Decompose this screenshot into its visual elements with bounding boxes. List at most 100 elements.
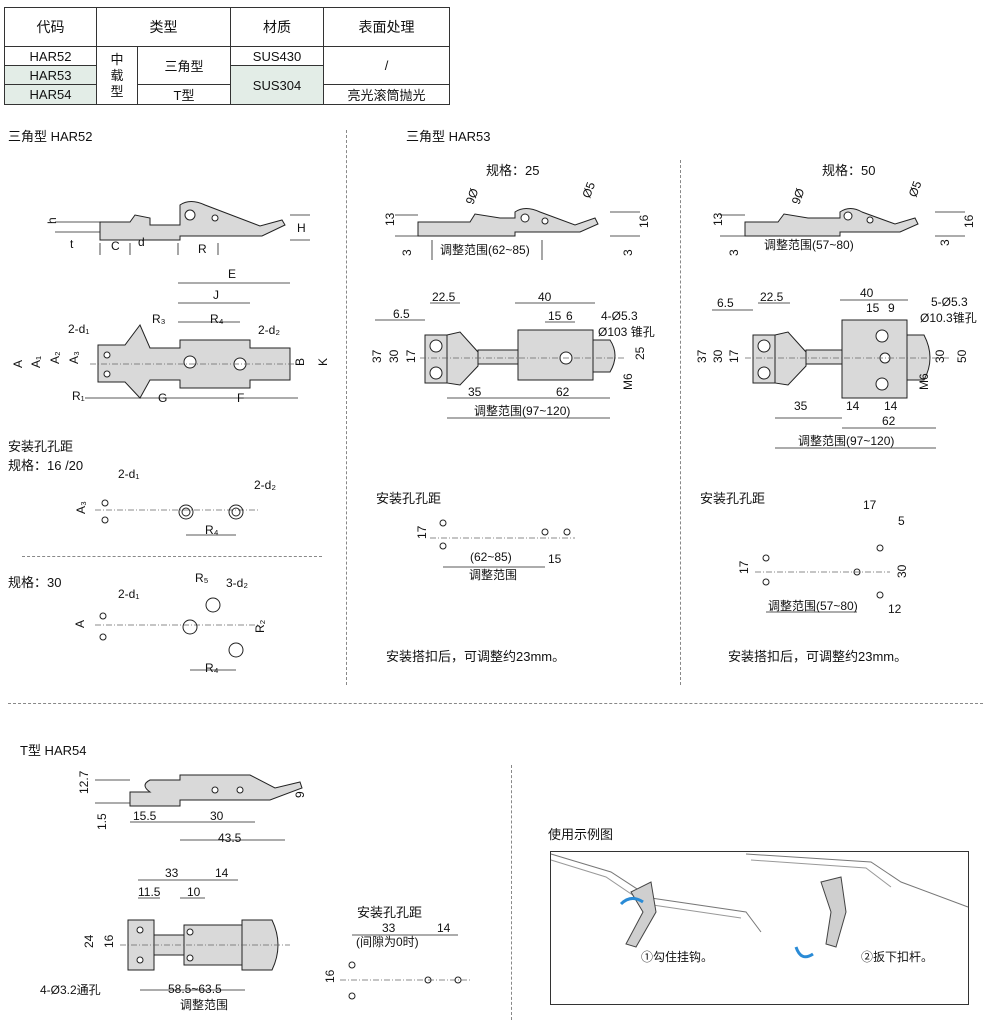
dim-range-57-80: 调整范围(57~80) [764, 237, 854, 252]
dim-A3: A₃ [67, 351, 81, 364]
dim-37: 37 [370, 349, 384, 363]
har53-25-top-view [375, 302, 625, 419]
divider [22, 556, 322, 557]
dim-R5: R₅ [195, 571, 209, 585]
dim-d1: 2-d₁ [118, 467, 139, 481]
dim-A: A [73, 620, 87, 628]
dim-J: J [213, 288, 219, 302]
dim-16: 16 [102, 934, 116, 948]
har53-25-hole-pitch [430, 519, 575, 568]
dim-12-7: 12.7 [77, 770, 91, 794]
adjust-note: 安装搭扣后，可调整约23mm。 [728, 649, 908, 664]
hole-pitch-title: 安装孔孔距 [376, 491, 442, 506]
dim-33: 33 [165, 866, 179, 880]
dim-G: G [158, 391, 167, 405]
dim-d1: 2-d₁ [68, 322, 89, 336]
dim-9: 9Ø [463, 186, 482, 206]
dim-35: 35 [468, 385, 482, 399]
dim-range-97-120: 调整范围(97~120) [474, 403, 570, 418]
hole-pitch-title: 安装孔孔距 [357, 905, 423, 920]
dim-A3: A₃ [74, 501, 88, 514]
dim-24: 24 [82, 934, 96, 948]
dim-hole4: 4-Ø5.3 [601, 309, 638, 323]
dim-16: 16 [323, 969, 337, 983]
dim-3: 3 [621, 249, 635, 256]
dim-A1: A₁ [29, 356, 43, 368]
dim-d2b: 3-d₂ [226, 576, 248, 590]
spec-30: 规格：30 [8, 575, 62, 590]
dim-3: 3 [400, 249, 414, 256]
dim-A: A [11, 360, 25, 368]
har54-hole-pitch [340, 934, 470, 1000]
hole-pitch-16-20 [95, 499, 260, 536]
dim-17: 17 [863, 498, 877, 512]
th-type: 类型 [96, 7, 231, 47]
spec-50: 规格：50 [822, 163, 876, 178]
dim-37: 37 [695, 349, 709, 363]
dim-9: 9 [293, 791, 307, 798]
dim-H: H [297, 221, 306, 235]
dim-M6: M6 [621, 373, 635, 390]
dim-gap: (间隙为0时) [356, 935, 419, 949]
dim-R4: R₄ [205, 661, 219, 675]
har53-50-hole-pitch [755, 544, 890, 613]
dim-K: K [316, 358, 330, 366]
dim-16: 16 [962, 214, 976, 228]
har53-50-side-view [720, 208, 965, 237]
cell-code: HAR53 [4, 65, 97, 85]
dim-cone10-3: Ø10.3锥孔 [920, 311, 977, 325]
spec-1620: 规格：16 /20 [8, 458, 84, 473]
usage-panel: ①勾住挂钩。 ②扳下扣杆。 [550, 851, 969, 1005]
dim-hole: 4-Ø3.2通孔 [40, 983, 101, 997]
dim-33: 33 [382, 921, 396, 935]
dim-14: 14 [437, 921, 451, 935]
dim-5: Ø5 [906, 179, 925, 199]
dim-14: 14 [884, 399, 898, 413]
dim-43-5: 43.5 [218, 831, 242, 845]
divider [511, 765, 512, 1020]
dim-15: 15 [866, 301, 880, 315]
cell-type-group: 中 载 型 [96, 46, 138, 105]
dim-25: 25 [633, 346, 647, 360]
dim-range-97-120: 调整范围(97~120) [798, 433, 894, 448]
dim-35: 35 [794, 399, 808, 413]
dim-h: h [45, 217, 59, 224]
dim-62: 62 [882, 414, 896, 428]
har54-title: T型 HAR54 [20, 743, 87, 758]
th-surface: 表面处理 [323, 7, 450, 47]
dim-40: 40 [860, 286, 874, 300]
hole-pitch-title: 安装孔孔距 [700, 491, 766, 506]
dim-R4: R₄ [210, 312, 224, 326]
dim-R2: R₂ [253, 619, 267, 633]
har53-25-side-view [395, 208, 640, 260]
dim-E: E [228, 267, 236, 281]
dim-6-5: 6.5 [393, 307, 410, 321]
dim-d: d [138, 235, 145, 249]
cell-code: HAR54 [4, 84, 97, 105]
dim-A2: A₂ [48, 351, 62, 364]
dim-R3: R₃ [152, 312, 166, 326]
step-2: ②扳下扣杆。 [861, 950, 934, 964]
dim-62: 62 [556, 385, 570, 399]
divider [346, 130, 347, 685]
dim-9: 9Ø [789, 186, 808, 206]
dim-15-5: 15.5 [133, 809, 157, 823]
dim-30: 30 [711, 349, 725, 363]
dim-15: 15 [548, 552, 562, 566]
dim-R1: R₁ [72, 389, 85, 403]
dim-R: R [198, 242, 207, 256]
dim-C: C [111, 239, 120, 253]
dim-range: 调整范围 [180, 997, 228, 1012]
dim-F: F [237, 391, 244, 405]
dim-d2: 2-d₂ [254, 478, 276, 492]
cell-material-2: SUS304 [230, 65, 324, 105]
dim-hole5: 5-Ø5.3 [931, 295, 968, 309]
dim-16: 16 [637, 214, 651, 228]
dim-6-5: 6.5 [717, 296, 734, 310]
dim-M6: M6 [917, 373, 931, 390]
har52-title: 三角型 HAR52 [8, 129, 93, 144]
divider [680, 160, 681, 685]
usage-illustration [550, 853, 969, 959]
dim-58: 58.5~63.5 [168, 982, 222, 996]
